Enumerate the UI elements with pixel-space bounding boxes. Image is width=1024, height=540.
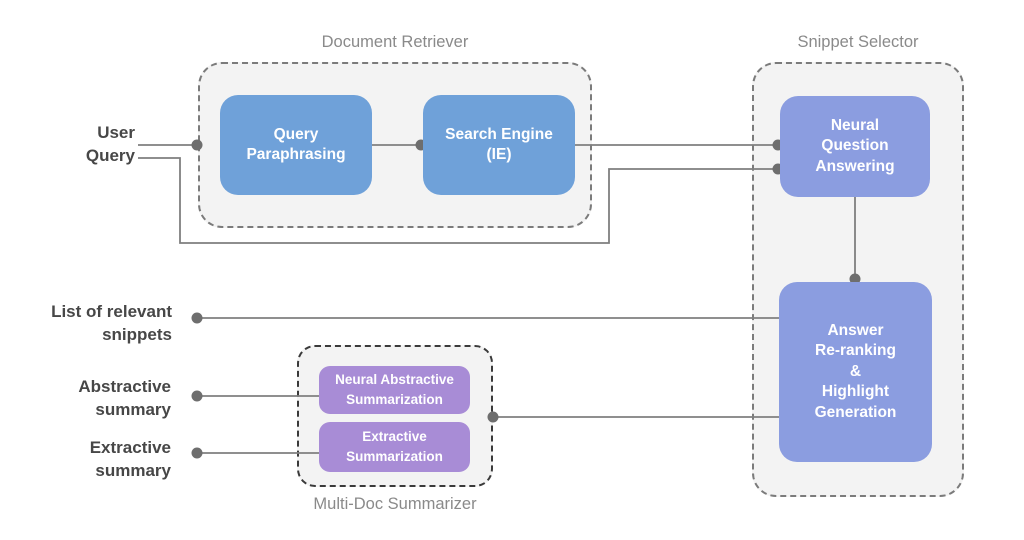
node-query-paraphrasing: Query Paraphrasing	[220, 95, 372, 195]
node-extractive-summarization: Extractive Summarization	[319, 422, 470, 472]
connector-dot	[191, 390, 203, 402]
group-title-multi-doc-summarizer: Multi-Doc Summarizer	[313, 495, 477, 513]
node-answer-reranking: Answer Re-ranking & Highlight Generation	[779, 282, 932, 462]
node-neural-question-answering: Neural Question Answering	[780, 96, 930, 197]
group-title-document-retriever: Document Retriever	[321, 33, 469, 51]
node-neural-abstractive-summarization: Neural Abstractive Summarization	[319, 366, 470, 414]
connector-dot	[191, 447, 203, 459]
label-extractive-summary: Extractive summary	[89, 438, 171, 480]
group-title-snippet-selector: Snippet Selector	[797, 33, 919, 51]
connector-dot	[191, 312, 203, 324]
label-abstractive-summary: Abstractive summary	[78, 377, 171, 419]
label-user-query: User Query	[85, 123, 135, 165]
node-search-engine: Search Engine (IE)	[423, 95, 575, 195]
label-list-of-relevant-snippets: List of relevant snippets	[51, 302, 172, 344]
